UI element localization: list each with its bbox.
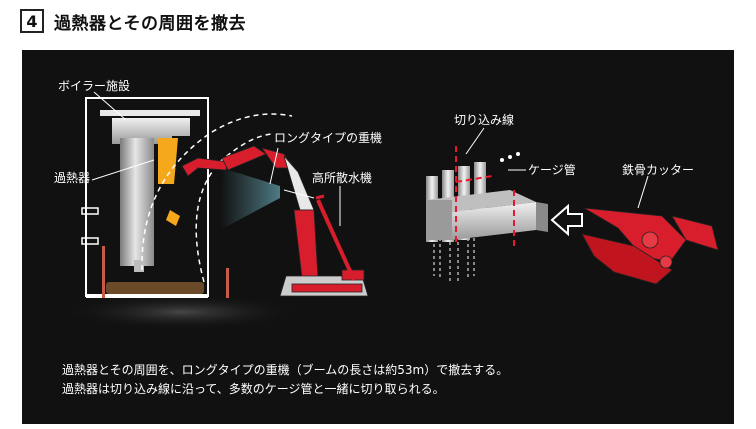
caption-line-2: 過熱器は切り込み線に沿って、多数のケージ管と一緒に切り取られる。 bbox=[62, 382, 445, 396]
label-cage-tube: ケージ管 bbox=[528, 162, 576, 177]
leader-crane bbox=[269, 147, 279, 185]
caption-line-1: 過熱器とその周囲を、ロングタイプの重機（ブームの長さは約53m）で撤去する。 bbox=[62, 363, 509, 377]
label-cut-line: 切り込み線 bbox=[454, 112, 514, 127]
swing-path-outer bbox=[141, 113, 293, 271]
leader-boiler bbox=[93, 91, 127, 121]
label-superheater: 過熱器 bbox=[54, 171, 90, 185]
superheater-block bbox=[158, 138, 178, 184]
water-spray bbox=[220, 168, 280, 230]
label-steel-cutter: 鉄骨カッター bbox=[622, 162, 694, 177]
leader-superheater bbox=[91, 159, 155, 181]
cage-tube-diagram bbox=[426, 146, 548, 284]
water-sprayer-machine bbox=[283, 189, 356, 281]
direction-arrow bbox=[550, 203, 583, 237]
steel-cutter bbox=[581, 207, 719, 285]
label-water-sprayer: 高所散水機 bbox=[312, 170, 372, 185]
step-title: 過熱器とその周囲を撤去 bbox=[54, 13, 246, 34]
boiler-building bbox=[81, 97, 229, 298]
ground-shadow bbox=[62, 294, 302, 330]
leader-steel-cutter bbox=[637, 175, 649, 209]
label-long-crane: ロングタイプの重機 bbox=[274, 130, 382, 145]
caption: 過熱器とその周囲を、ロングタイプの重機（ブームの長さは約53m）で撤去する。 過… bbox=[62, 361, 508, 399]
diagram-panel: ボイラー施設 過熱器 ロングタイプの重機 高所散水機 bbox=[22, 50, 734, 424]
leader-cut-line bbox=[465, 127, 485, 155]
step-header: 4 過熱器とその周囲を撤去 bbox=[20, 8, 246, 34]
diagram-illustration: ボイラー施設 過熱器 ロングタイプの重機 高所散水機 bbox=[54, 78, 719, 330]
step-number-badge: 4 bbox=[20, 9, 44, 33]
label-boiler-facility: ボイラー施設 bbox=[58, 78, 130, 93]
